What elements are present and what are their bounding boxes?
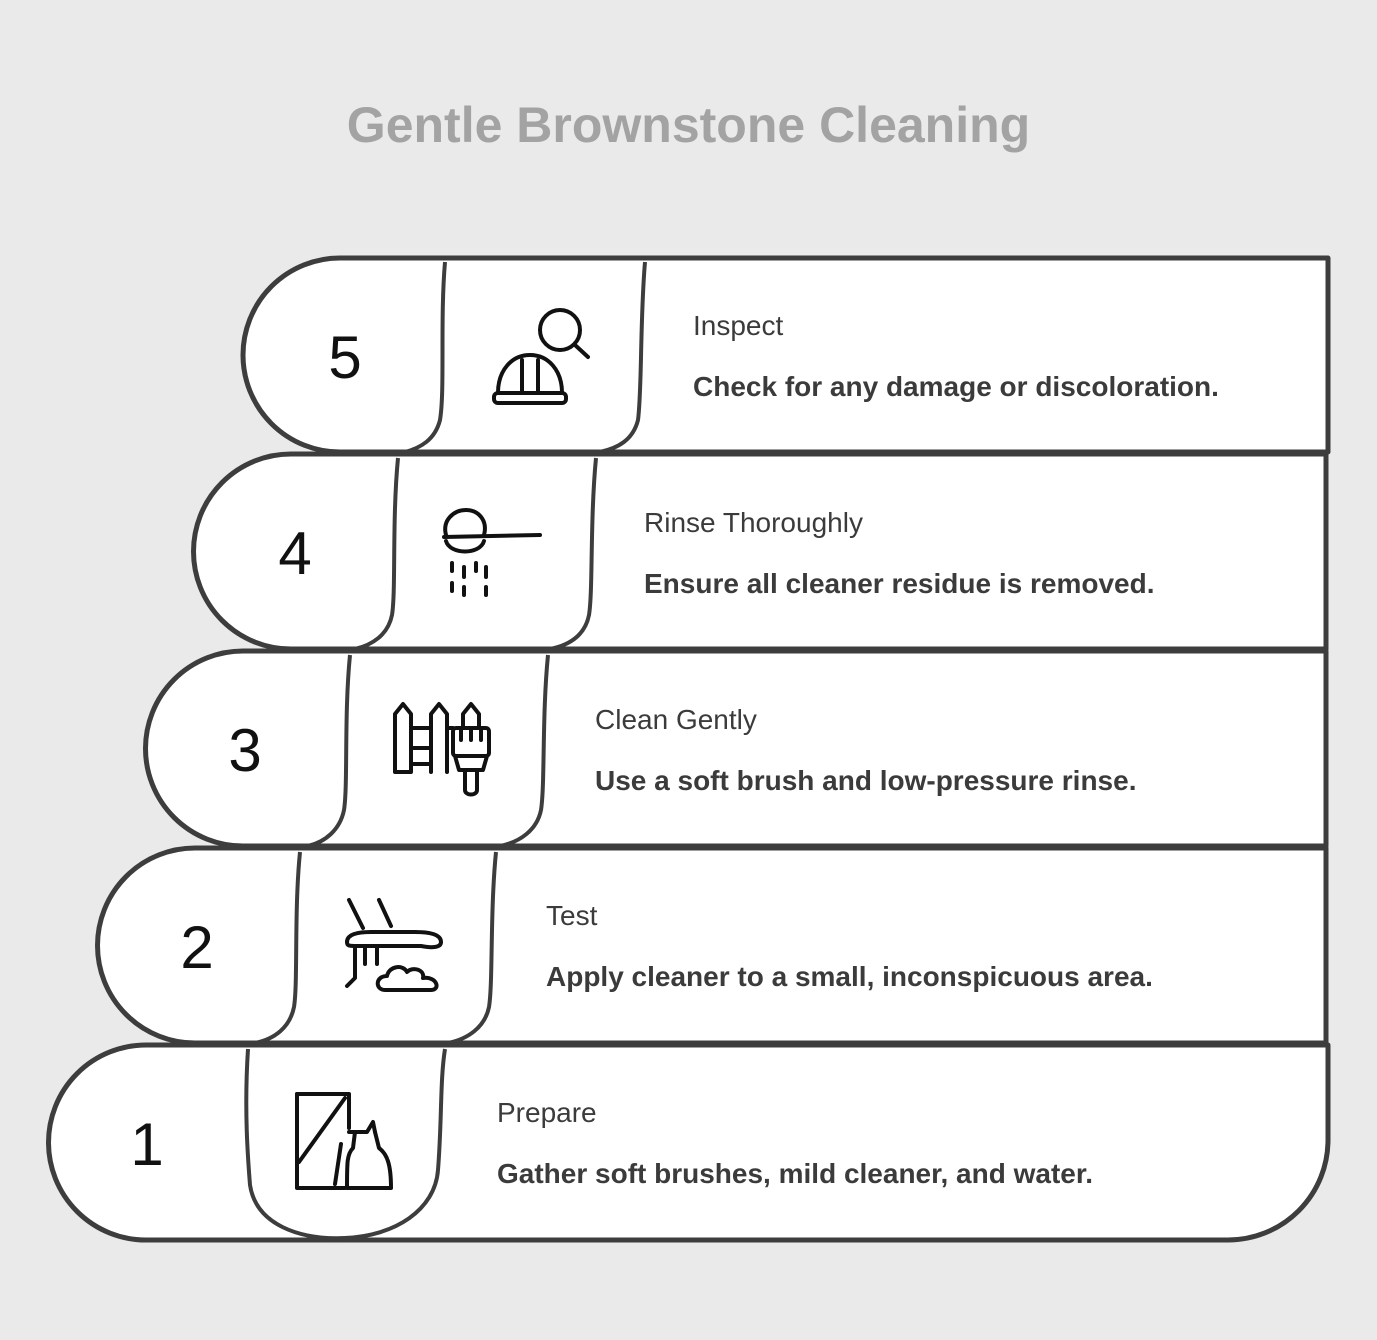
step-1-shape	[46, 1042, 1331, 1243]
step-1: 1 Prepare Gather soft brushes, mild clea…	[46, 1042, 1331, 1243]
hard-hat-magnifier-icon	[492, 308, 590, 405]
page-title: Gentle Brownstone Cleaning	[346, 97, 1031, 153]
hand-wiping-surface-icon	[345, 898, 443, 992]
step-2-shape	[95, 845, 1329, 1046]
step-number: 2	[180, 914, 213, 981]
step-5-shape	[240, 255, 1331, 455]
step-number: 1	[130, 1111, 163, 1178]
step-title: Clean Gently	[595, 704, 757, 735]
shower-head-icon	[442, 508, 542, 597]
step-description: Ensure all cleaner residue is removed.	[644, 568, 1154, 599]
step-3: 3 Clean Gently Use a soft brush and low-…	[143, 648, 1329, 849]
step-title: Test	[546, 900, 598, 931]
step-number: 4	[278, 520, 311, 587]
step-5: 5 Inspect Check for any damage or discol…	[240, 255, 1331, 455]
step-description: Check for any damage or discoloration.	[693, 371, 1219, 402]
step-title: Inspect	[693, 310, 783, 341]
step-number: 3	[228, 717, 261, 784]
step-title: Rinse Thoroughly	[644, 507, 863, 538]
step-2: 2 Test Apply cleaner to a small, inconsp…	[95, 845, 1329, 1046]
fence-and-paintbrush-icon	[393, 702, 491, 797]
step-description: Use a soft brush and low-pressure rinse.	[595, 765, 1136, 796]
step-title: Prepare	[497, 1097, 597, 1128]
step-4-shape	[191, 451, 1329, 652]
step-description: Gather soft brushes, mild cleaner, and w…	[497, 1158, 1093, 1189]
wall-and-spray-bottle-icon	[295, 1092, 393, 1190]
step-4: 4 Rinse Thoroughly Ensure all cleaner re…	[191, 451, 1329, 652]
step-description: Apply cleaner to a small, inconspicuous …	[546, 961, 1153, 992]
step-number: 5	[328, 324, 361, 391]
step-3-shape	[143, 648, 1329, 849]
